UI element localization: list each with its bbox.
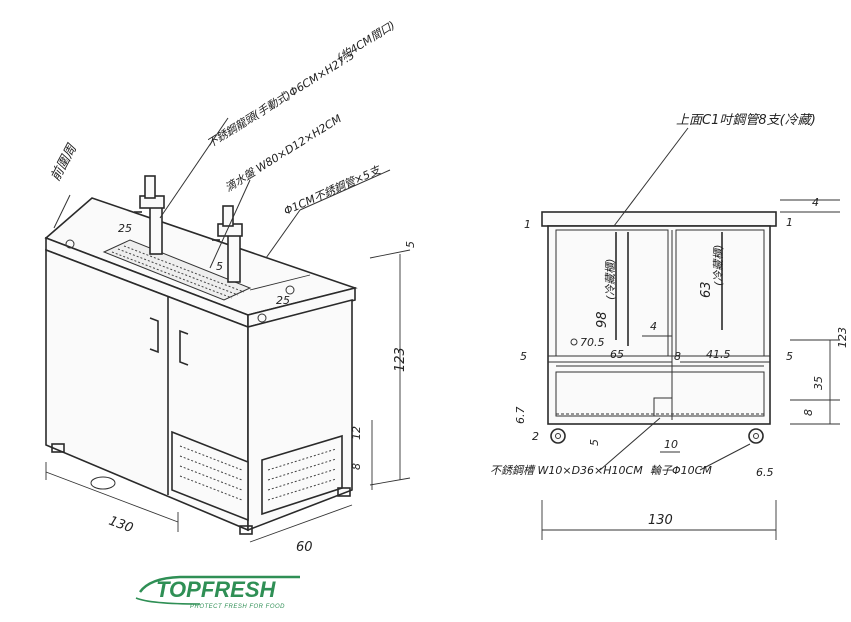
dim-top-5: 5 [216, 260, 223, 273]
logo-name: TOPFRESH [156, 577, 277, 602]
dim-height: 123 [393, 347, 408, 372]
label-basin: 不銹鋼槽 W10×D36×H10CM [490, 464, 643, 477]
wheel-left [550, 428, 566, 444]
label-pipe: Φ1CM不銹鋼管×5支 [282, 163, 384, 218]
label-top-pipes: 上面C1吋鋼管8支(冷藏) [676, 113, 816, 128]
dim-8b: 8 [802, 409, 815, 416]
wheel-right [748, 428, 764, 444]
right-annotations: 上面C1吋鋼管8支(冷藏) 4 1 1 (冷藏櫃) (冷藏櫃) 98 63 4 … [490, 113, 849, 540]
label-wheels: 輪子Φ10CM [650, 464, 712, 477]
dim-63: 63 [699, 281, 714, 298]
dim-130: 130 [648, 513, 673, 528]
dim-top-4: 4 [812, 196, 819, 209]
foot-3 [337, 487, 351, 497]
label-faucet: 不銹鋼龍頭(手動式)Φ6CM×H27.5 [205, 49, 357, 151]
label-right-inner: (冷藏櫃) [712, 244, 725, 286]
dim-right-1: 1 [786, 216, 793, 229]
dim-left-1: 1 [524, 218, 531, 231]
right-door-handle [179, 329, 189, 366]
left-door-handle [149, 317, 159, 354]
dim-6-7: 6.7 [514, 407, 527, 425]
dim-5-left: 5 [520, 350, 527, 363]
dim-top-offset: 5 [404, 241, 417, 248]
foot-1 [51, 443, 65, 453]
pipe-outlet-2 [257, 313, 267, 323]
dim-5-right: 5 [786, 350, 793, 363]
dim-6-5: 6.5 [756, 466, 774, 479]
dim-35: 35 [812, 376, 825, 390]
dim-98: 98 [595, 311, 610, 328]
pipe-outlet-1 [65, 239, 75, 249]
isometric-cabinet [44, 175, 358, 535]
dim-depth: 60 [296, 540, 313, 555]
dim-top-25b: 25 [276, 294, 290, 307]
basin-small [653, 397, 673, 417]
label-front-panel: 前圍周 [48, 141, 80, 184]
front-section-view [541, 211, 777, 444]
drip-tray [102, 239, 252, 301]
brand-plate [90, 476, 116, 490]
dim-base-a: 12 [350, 426, 363, 440]
faucet-left [134, 175, 165, 255]
label-left-inner: (冷藏櫃) [604, 258, 617, 300]
dim-41-5: 41.5 [706, 348, 731, 361]
dim-10: 10 [664, 438, 678, 451]
dim-8: 8 [674, 350, 681, 363]
logo-tagline: PROTECT FRESH FOR FOOD [190, 604, 285, 610]
dim-2: 2 [532, 430, 539, 443]
label-faucet-note: (約4CM間口) [335, 19, 398, 65]
dim-4: 4 [650, 320, 657, 333]
countertop-side-edge [247, 286, 356, 329]
cabinet-body-section [547, 225, 771, 425]
drip-tray-holes [111, 245, 245, 299]
dim-70-5: 70.5 [580, 336, 605, 349]
front-louver-slots [179, 445, 243, 501]
foot-2 [239, 525, 253, 535]
dim-5-bottom: 5 [588, 439, 601, 446]
topfresh-logo: TOPFRESH PROTECT FRESH FOR FOOD [135, 575, 300, 610]
dim-65: 65 [610, 348, 624, 361]
dim-123: 123 [836, 327, 849, 348]
dim-base-b: 8 [350, 463, 363, 470]
pipe-outlet-3 [285, 285, 295, 295]
top-plate [541, 211, 777, 227]
dim-top-25a: 25 [118, 222, 132, 235]
faucet-right [212, 205, 243, 283]
dim-width: 130 [107, 514, 135, 537]
front-louver-panel [171, 430, 249, 522]
